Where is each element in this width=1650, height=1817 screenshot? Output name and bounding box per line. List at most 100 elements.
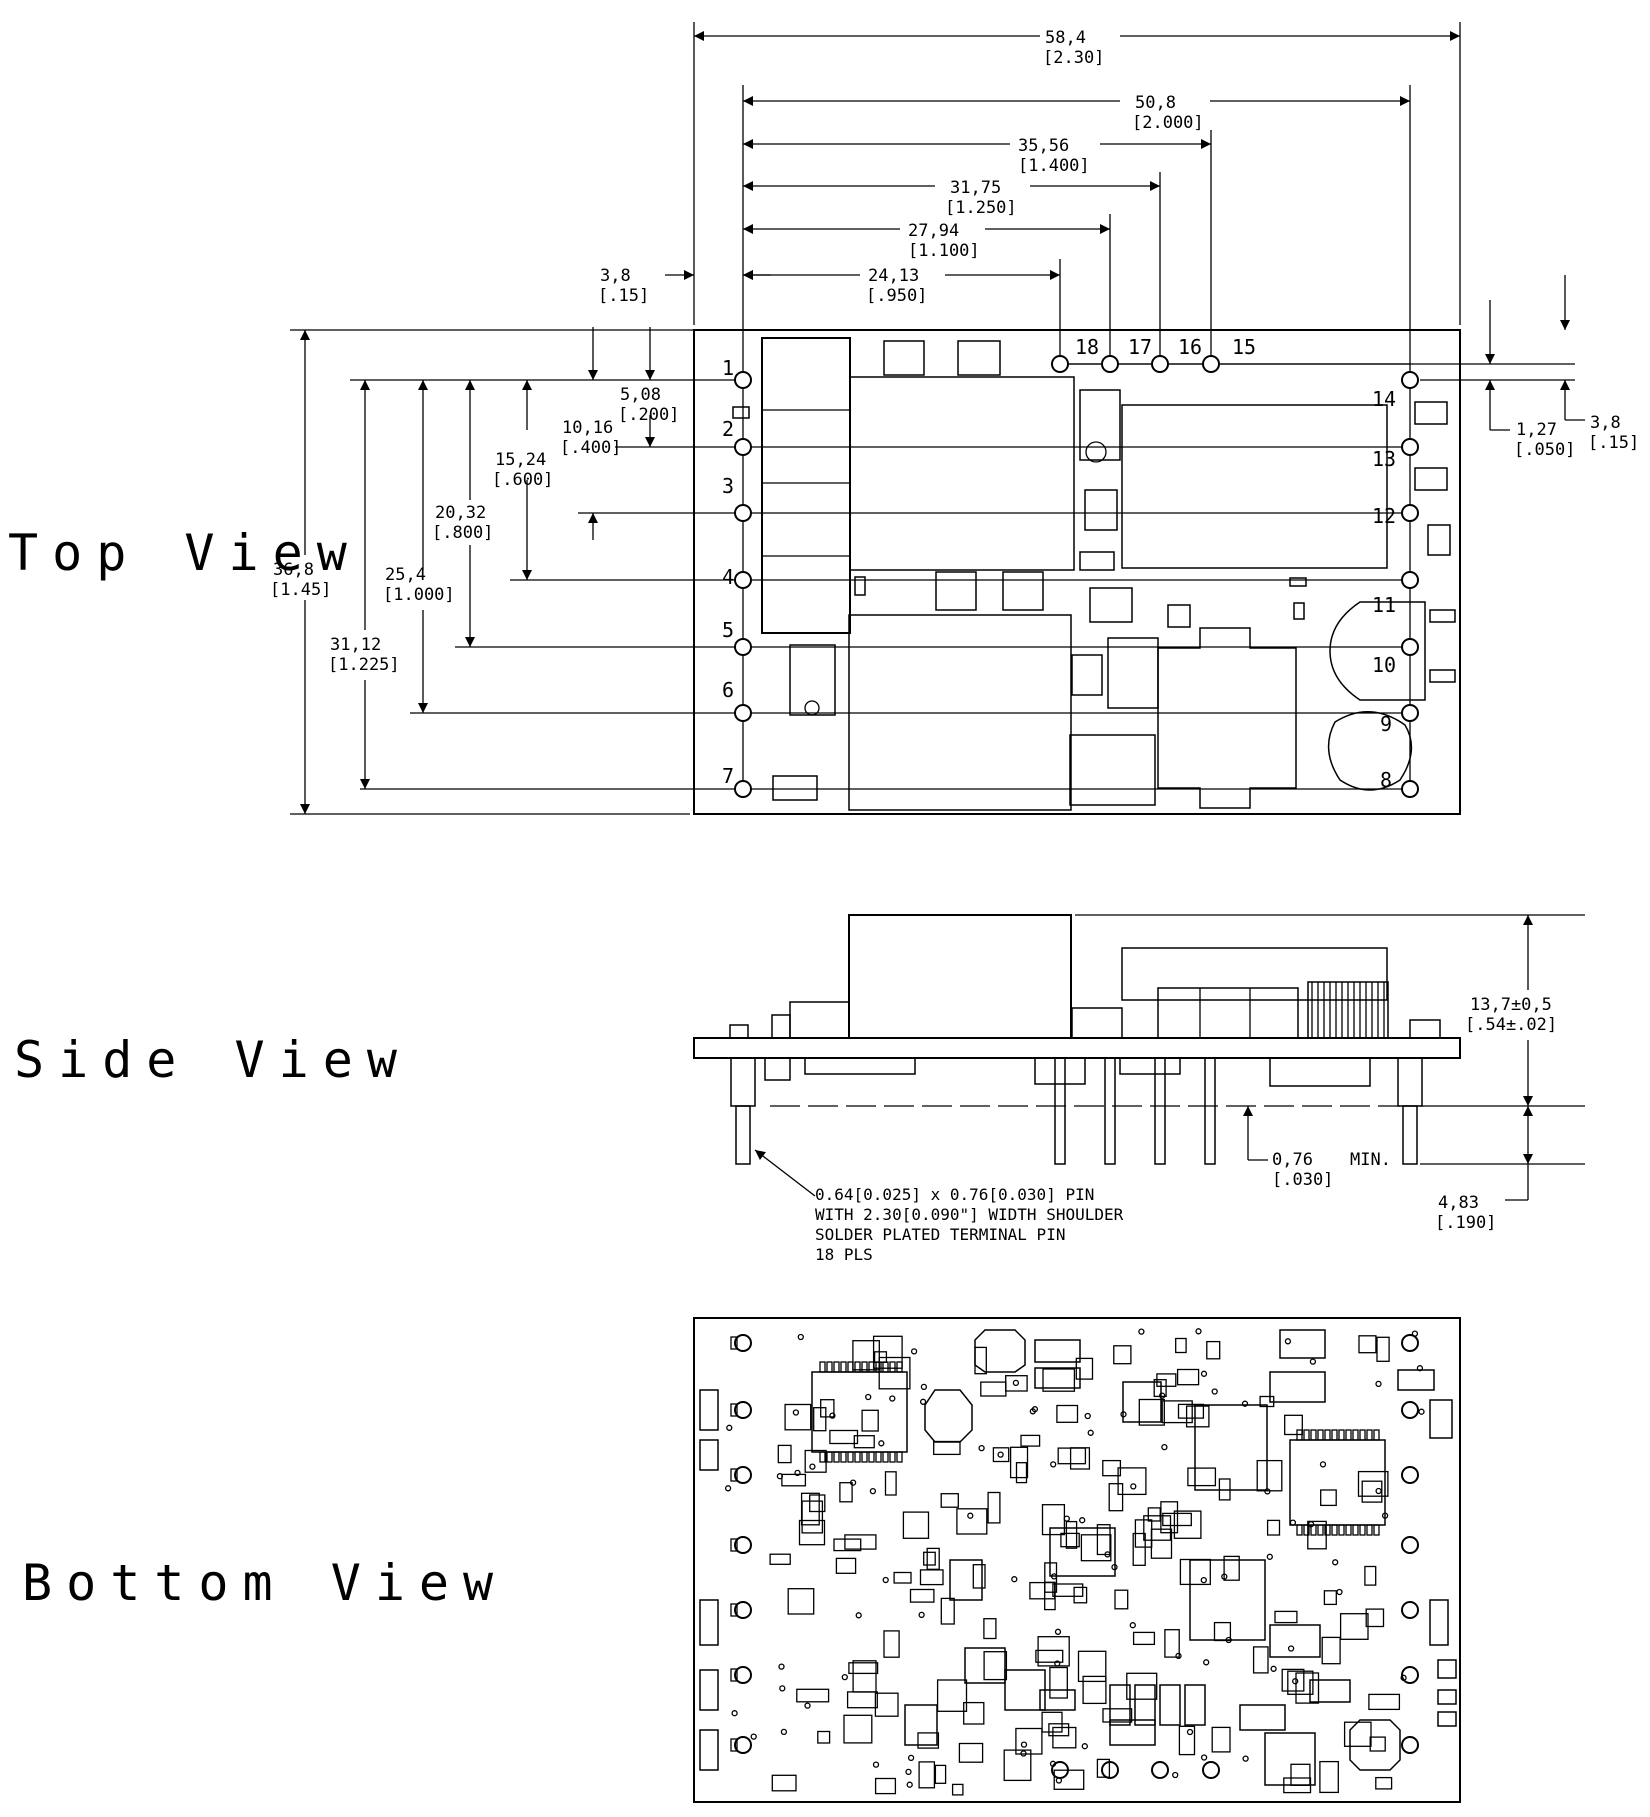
smd-part bbox=[1213, 1621, 1232, 1642]
bottom-pin-pad bbox=[734, 1466, 752, 1484]
via bbox=[1200, 1576, 1207, 1584]
ic-lead bbox=[1373, 1524, 1380, 1536]
bottom-pin-pad bbox=[1202, 1761, 1220, 1779]
smd-part bbox=[1143, 1515, 1172, 1541]
bottom-edge-part bbox=[699, 1599, 719, 1646]
bottom-pin-pad bbox=[734, 1536, 752, 1554]
via bbox=[804, 1702, 811, 1709]
smd-part bbox=[848, 1662, 879, 1675]
ic-lead bbox=[1352, 1429, 1359, 1441]
via bbox=[1129, 1622, 1136, 1629]
ic-lead bbox=[896, 1361, 903, 1373]
pin-reference-lines bbox=[743, 363, 1410, 790]
dim-edge-in: [.15] bbox=[598, 286, 649, 306]
side-min-mm: 0,76 bbox=[1272, 1150, 1313, 1170]
smd-part bbox=[1096, 1524, 1111, 1556]
dim-508-in: [2.000] bbox=[1132, 113, 1204, 133]
smd-part bbox=[1029, 1581, 1056, 1600]
via bbox=[919, 1398, 927, 1405]
dim-3175-mm: 31,75 bbox=[950, 178, 1001, 198]
bottom-pin-pad bbox=[1151, 1761, 1169, 1779]
smd-part bbox=[835, 1557, 857, 1574]
smd-part bbox=[1287, 1670, 1314, 1695]
dim-1016-mm: 10,16 bbox=[562, 418, 613, 438]
ic-lead bbox=[840, 1361, 847, 1373]
dim-1524-in: [.600] bbox=[492, 470, 553, 490]
smd-part bbox=[1069, 1447, 1091, 1470]
via bbox=[906, 1781, 913, 1788]
smd-part bbox=[919, 1569, 944, 1586]
pin-label-3: 3 bbox=[722, 474, 734, 498]
smd-part bbox=[1206, 1340, 1221, 1360]
smd-part bbox=[893, 1571, 912, 1584]
ic-lead bbox=[1324, 1524, 1331, 1536]
via bbox=[865, 1393, 872, 1401]
smd-part bbox=[1175, 1337, 1187, 1354]
dim-width-mm: 58,4 bbox=[1045, 28, 1086, 48]
bottom-pin-pad bbox=[1401, 1334, 1419, 1352]
side-pin-mm: 4,83 bbox=[1438, 1193, 1479, 1213]
ic-lead bbox=[819, 1361, 826, 1373]
dim-2032-mm: 20,32 bbox=[435, 503, 486, 523]
ic-lead bbox=[1352, 1524, 1359, 1536]
via bbox=[1241, 1400, 1249, 1407]
pin-holes bbox=[734, 355, 1419, 798]
smd-part bbox=[1056, 1404, 1079, 1423]
ic-lead bbox=[1324, 1429, 1331, 1441]
smd-part bbox=[1164, 1629, 1180, 1658]
pin-label-8: 8 bbox=[1380, 768, 1392, 792]
side-pins bbox=[730, 1057, 1423, 1165]
bottom-pin-tab bbox=[730, 1603, 738, 1617]
via bbox=[1130, 1483, 1137, 1490]
smd-part bbox=[926, 1547, 940, 1570]
via bbox=[731, 1710, 738, 1717]
pin-label-6: 6 bbox=[722, 678, 734, 702]
bottom-pin-pad bbox=[1401, 1601, 1419, 1619]
smd-part bbox=[1357, 1470, 1389, 1497]
bottom-pin-pad bbox=[1401, 1736, 1419, 1754]
via bbox=[1079, 1517, 1086, 1524]
dim-127-in: [.050] bbox=[1514, 440, 1575, 460]
smd-part bbox=[1114, 1589, 1129, 1610]
smd-part bbox=[958, 1742, 984, 1763]
smd-part bbox=[1160, 1501, 1179, 1534]
via bbox=[779, 1685, 786, 1692]
via bbox=[1049, 1760, 1057, 1767]
side-inductor-winding bbox=[1311, 982, 1385, 1038]
smd-part bbox=[983, 1618, 997, 1640]
smd-part bbox=[963, 1701, 985, 1725]
dim-1016-in: [.400] bbox=[560, 438, 621, 458]
smd-part bbox=[1274, 1610, 1298, 1624]
dim-3556-mm: 35,56 bbox=[1018, 136, 1069, 156]
dim-38r-mm: 3,8 bbox=[1590, 413, 1621, 433]
smd-part bbox=[809, 1494, 826, 1513]
ic-lead bbox=[1345, 1524, 1352, 1536]
pin-label-15: 15 bbox=[1232, 335, 1256, 359]
bottom-pin-tab bbox=[730, 1738, 738, 1752]
smd-part bbox=[918, 1761, 936, 1789]
bottom-pin-tab bbox=[730, 1538, 738, 1552]
via bbox=[1084, 1412, 1091, 1420]
smd-part bbox=[1150, 1528, 1173, 1559]
smd-part bbox=[852, 1660, 877, 1693]
via bbox=[1242, 1755, 1249, 1762]
via bbox=[1375, 1487, 1382, 1495]
top-components bbox=[732, 337, 1456, 811]
smd-part bbox=[1178, 1725, 1196, 1756]
smd-part bbox=[902, 1511, 930, 1539]
smd-part bbox=[1117, 1467, 1147, 1496]
smd-part bbox=[874, 1777, 897, 1795]
via bbox=[869, 1487, 877, 1495]
ic-lead bbox=[875, 1361, 882, 1373]
via bbox=[1203, 1659, 1210, 1666]
smd-part bbox=[833, 1538, 862, 1552]
smd-part bbox=[1266, 1519, 1281, 1536]
pin-note-line4: 18 PLS bbox=[815, 1245, 873, 1264]
bottom-view bbox=[693, 1317, 1461, 1803]
ic-lead bbox=[1373, 1429, 1380, 1441]
smd-part bbox=[1358, 1335, 1377, 1354]
ic-lead bbox=[1366, 1524, 1373, 1536]
ic-lead bbox=[889, 1361, 896, 1373]
bottom-pin-pad bbox=[734, 1666, 752, 1684]
smd-part bbox=[874, 1692, 899, 1717]
